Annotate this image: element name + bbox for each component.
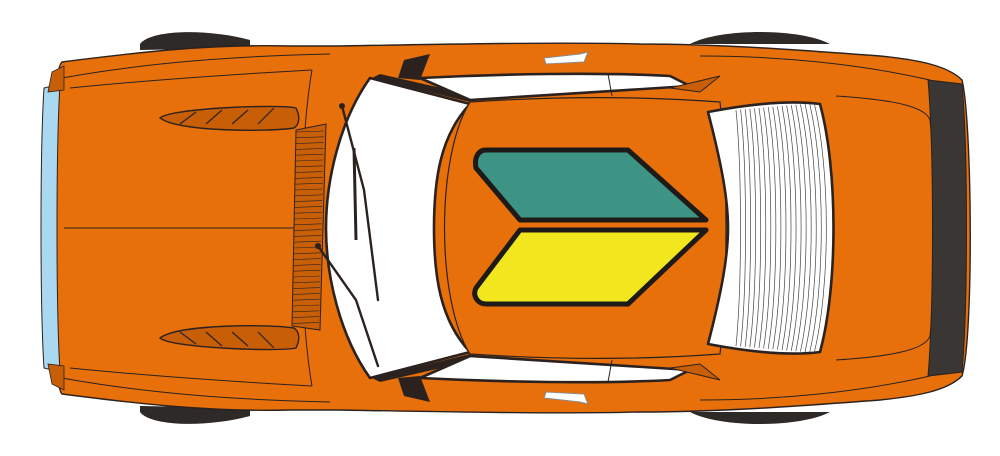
side-mirror-left [398,54,430,80]
windshield [324,76,472,380]
defroster-line [786,105,797,351]
defroster-line [777,106,787,350]
side-mirror-right [398,376,430,402]
shoshinsha-mark-badge [472,147,709,307]
defroster-line [804,103,817,353]
a-pillar-left [372,74,476,102]
rear-window-defroster-lines [735,103,827,353]
front-bumper-corner-left [47,65,65,93]
defroster-line [749,108,756,348]
defroster-line [744,109,751,347]
defroster-line [781,105,792,351]
tires [140,32,830,424]
tire-rear-right [690,412,830,424]
a-pillar-right [372,354,476,382]
defroster-line [790,105,802,351]
tire-front-left [140,32,250,50]
door-handle-right [543,391,589,405]
defroster-line [813,103,827,353]
hood-vent-left [158,105,300,131]
defroster-line [809,103,822,353]
side-window-right [418,354,692,384]
defroster-line [735,109,741,347]
wipers [315,103,380,368]
front-bumper-corner-right [47,363,65,391]
defroster-line [767,107,777,349]
door-handle-left [543,51,589,65]
headlight-strip [40,83,61,373]
defroster-line [758,107,767,349]
defroster-line [795,104,807,352]
front-fender-left [61,53,331,79]
defroster-line [772,106,782,350]
b-pillar-left [607,73,613,97]
hood-panel-left [69,69,313,89]
cowl-grille [291,123,327,331]
defroster-line [763,107,772,349]
defroster-line [740,109,746,347]
badge-bottom-half [472,227,709,307]
hood-panel-right [69,367,313,387]
tire-rear-left [690,32,830,44]
tire-front-right [140,406,250,424]
badge-top-half [473,147,709,223]
defroster-line [800,104,812,352]
rear-quarter-vents [669,75,721,381]
rear-panel [927,79,967,377]
defroster-line [754,108,762,348]
rear-fender-left [699,55,931,81]
hood-vent-right [158,325,300,351]
rear-fender-right [699,375,931,401]
b-pillar-right [607,359,613,383]
front-fender-right [61,377,331,403]
side-window-left [418,72,692,102]
